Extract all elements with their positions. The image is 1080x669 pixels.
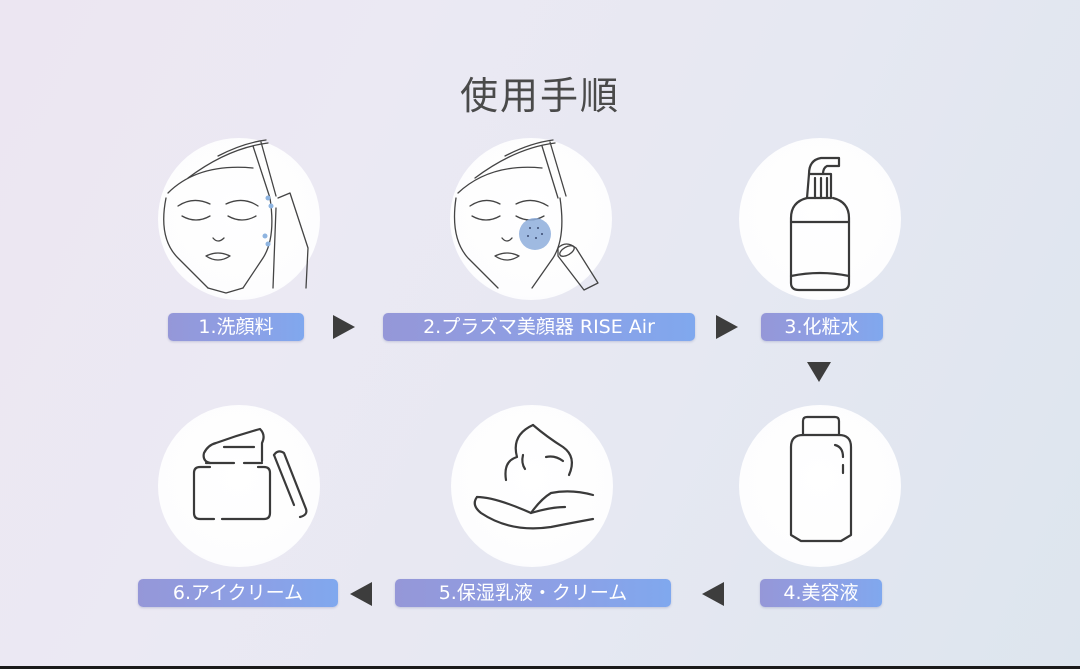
step-4-label: 4.美容液 bbox=[760, 579, 882, 607]
cream-jar-icon bbox=[192, 427, 308, 521]
step-4-circle bbox=[739, 405, 901, 567]
cream-on-hand-icon bbox=[473, 423, 595, 530]
step-3-circle bbox=[739, 138, 901, 300]
pump-bottle-icon bbox=[789, 156, 851, 292]
step-1-circle bbox=[158, 138, 320, 300]
page-title: 使用手順 bbox=[459, 74, 620, 119]
step-1-label: 1.洗顔料 bbox=[168, 313, 304, 341]
bottom-edge-bar bbox=[0, 666, 1080, 669]
arrow-left-5-6 bbox=[350, 582, 372, 606]
step-6-circle bbox=[158, 405, 320, 567]
step-5-circle bbox=[451, 405, 613, 567]
face-washing-icon bbox=[163, 139, 309, 294]
step-2-label: 2.プラズマ美顔器 RISE Air bbox=[383, 313, 695, 341]
serum-bottle-icon bbox=[789, 415, 853, 543]
arrow-right-2-3 bbox=[716, 315, 738, 339]
plasma-device-face-icon bbox=[453, 139, 599, 291]
arrow-left-4-5 bbox=[702, 582, 724, 606]
step-2-circle bbox=[450, 138, 612, 300]
arrow-right-1-2 bbox=[333, 315, 355, 339]
arrow-down-3-4 bbox=[807, 362, 831, 382]
step-6-label: 6.アイクリーム bbox=[138, 579, 338, 607]
step-5-label: 5.保湿乳液・クリーム bbox=[395, 579, 671, 607]
step-3-label: 3.化粧水 bbox=[761, 313, 883, 341]
